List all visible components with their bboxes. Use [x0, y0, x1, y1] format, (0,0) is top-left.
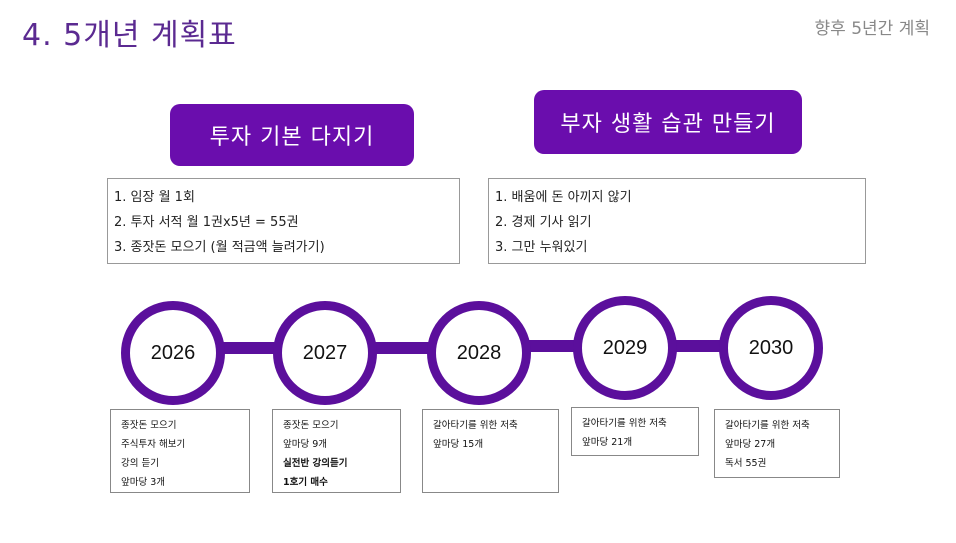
list-item: 앞마당 15개 — [433, 439, 484, 450]
year-2029-details: 갈아타기를 위한 저축 앞마당 21개 — [571, 407, 699, 456]
list-item: 2. 경제 기사 읽기 — [495, 215, 592, 230]
list-item: 3. 그만 누워있기 — [495, 240, 588, 255]
year-label: 2028 — [456, 341, 502, 364]
list-item: 강의 듣기 — [121, 458, 159, 469]
list-item: 종잣돈 모으기 — [121, 420, 177, 431]
list-item: 주식투자 해보기 — [121, 439, 186, 450]
year-label: 2026 — [150, 341, 196, 364]
list-item: 실전반 강의듣기 — [283, 458, 348, 469]
goal-label: 부자 생활 습관 만들기 — [560, 112, 776, 137]
goal-wealth-habits-label: 부자 생활 습관 만들기 — [534, 90, 802, 154]
list-item: 앞마당 3개 — [121, 477, 166, 488]
list-item: 앞마당 27개 — [725, 439, 776, 450]
timeline-node-2028: 2028 — [427, 301, 531, 405]
year-label: 2030 — [748, 336, 794, 359]
list-item: 앞마당 21개 — [582, 437, 633, 448]
goal-wealth-habits-list: 1. 배움에 돈 아끼지 않기 2. 경제 기사 읽기 3. 그만 누워있기 — [488, 178, 866, 264]
year-label: 2027 — [302, 341, 348, 364]
year-2026-details: 종잣돈 모으기 주식투자 해보기 강의 듣기 앞마당 3개 — [110, 409, 250, 493]
timeline-connector — [515, 340, 585, 352]
page-subtitle: 향후 5년간 계획 — [814, 19, 930, 39]
timeline-connector — [215, 342, 285, 354]
year-2027-details: 종잣돈 모으기 앞마당 9개 실전반 강의듣기 1호기 매수 — [272, 409, 401, 493]
list-item: 종잣돈 모으기 — [283, 420, 339, 431]
list-item: 독서 55권 — [725, 458, 767, 469]
list-item: 앞마당 9개 — [283, 439, 328, 450]
goal-investment-basics-label: 투자 기본 다지기 — [170, 104, 414, 166]
list-item: 갈아타기를 위한 저축 — [433, 420, 518, 431]
list-item: 1. 임장 월 1회 — [114, 190, 195, 205]
list-item: 갈아타기를 위한 저축 — [725, 420, 810, 431]
timeline-connector — [665, 340, 725, 352]
list-item: 2. 투자 서적 월 1권x5년 = 55권 — [114, 215, 299, 230]
list-item: 갈아타기를 위한 저축 — [582, 418, 667, 429]
page-title: 4. 5개년 계획표 — [22, 18, 237, 53]
year-2030-details: 갈아타기를 위한 저축 앞마당 27개 독서 55권 — [714, 409, 840, 478]
list-item: 1호기 매수 — [283, 477, 328, 488]
year-2028-details: 갈아타기를 위한 저축 앞마당 15개 — [422, 409, 559, 493]
list-item: 1. 배움에 돈 아끼지 않기 — [495, 190, 632, 205]
year-label: 2029 — [602, 336, 648, 359]
goal-label: 투자 기본 다지기 — [209, 125, 375, 150]
timeline-connector — [365, 342, 435, 354]
timeline-node-2029: 2029 — [573, 296, 677, 400]
timeline-node-2030: 2030 — [719, 296, 823, 400]
list-item: 3. 종잣돈 모으기 (월 적금액 늘려가기) — [114, 240, 325, 255]
timeline-node-2026: 2026 — [121, 301, 225, 405]
goal-investment-basics-list: 1. 임장 월 1회 2. 투자 서적 월 1권x5년 = 55권 3. 종잣돈… — [107, 178, 460, 264]
timeline-node-2027: 2027 — [273, 301, 377, 405]
